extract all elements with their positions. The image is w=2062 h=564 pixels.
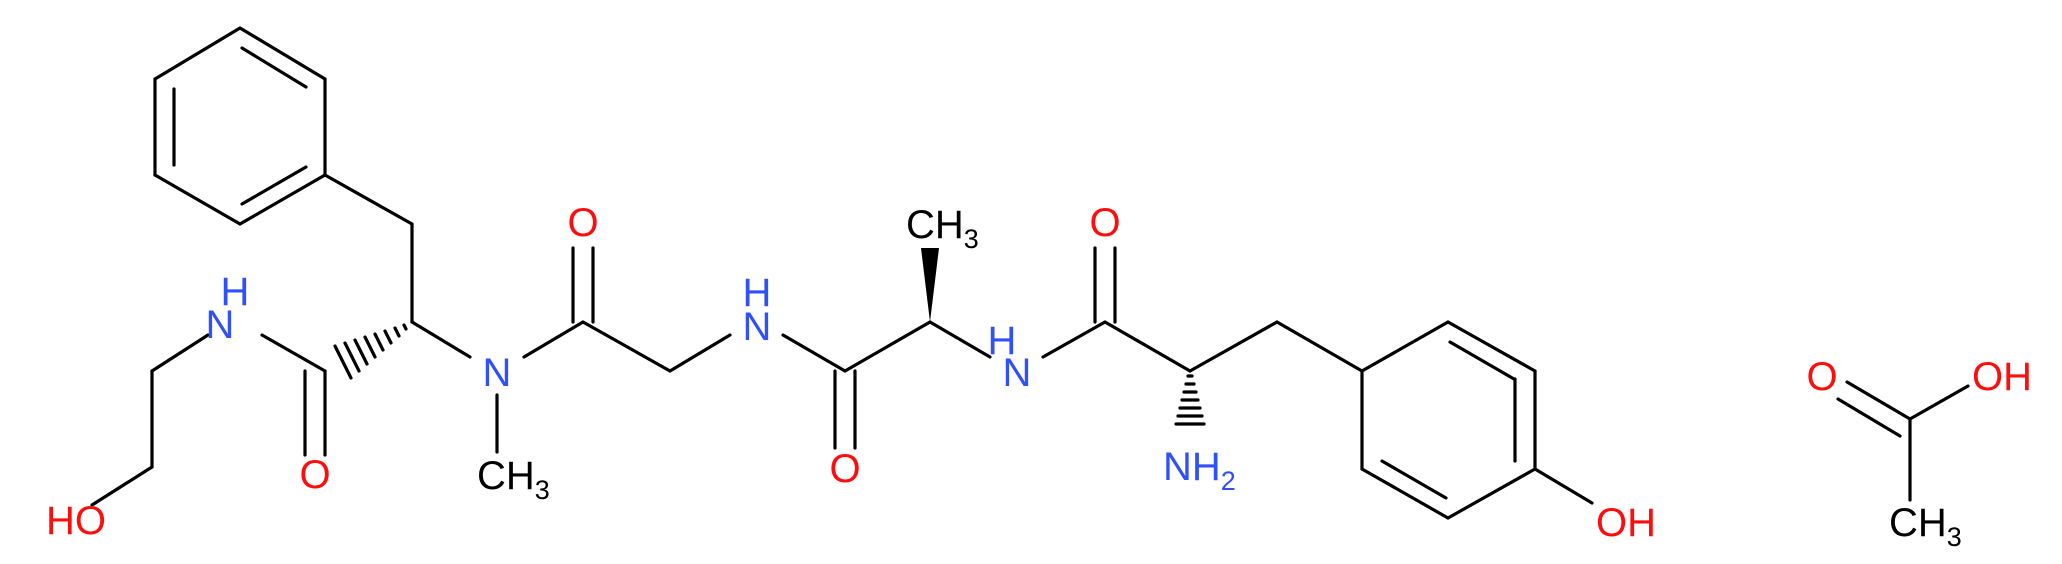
label-ch3-acetyl: CH3 [1889,501,1962,552]
phenol-ring [1360,320,1537,520]
svg-text:CH3: CH3 [906,203,979,254]
svg-text:CH3: CH3 [477,454,550,505]
label-h-amide-hydroxyethyl: H [221,270,250,314]
label-n-amide-hydroxyethyl: N [206,303,235,347]
label-o-carbonyl-acid: O [1806,355,1837,399]
label-oh-phenol: OH [1596,501,1656,545]
label-ch3-ala: CH3 [906,203,979,254]
label-h-amide-ala: H [988,319,1017,363]
label-n-amide-gly: N [743,305,772,349]
label-o-amide-gly: O [567,201,598,245]
label-n-amide-ala: N [1003,351,1032,395]
label-o-amide-tyr: O [1089,201,1120,245]
bond-ring-ch2-phe [323,173,414,226]
label-oh-acid: OH [1972,355,2032,399]
peptide-molecule: N H HO O N CH3 O N H O CH3 N H O NH2 OH [46,26,1656,545]
hashed-wedge-phe [333,323,408,380]
bold-wedge-ala [921,248,939,322]
label-nh2-tyr: NH2 [1163,445,1236,496]
svg-text:CH3: CH3 [1889,501,1962,552]
label-n-methyl: N [483,351,512,395]
phenyl-ring [153,26,327,226]
svg-text:NH2: NH2 [1163,445,1236,496]
label-ch3-n-methyl: CH3 [477,454,550,505]
acetic-acid-molecule: O OH CH3 [1806,355,2032,552]
label-h-amide-gly: H [743,271,772,315]
label-o-amide-ala: O [829,447,860,491]
hashed-wedge-tyr [1174,374,1206,426]
label-o-hydroxyethyl: HO [46,499,106,543]
label-o-amide-phe: O [299,453,330,497]
